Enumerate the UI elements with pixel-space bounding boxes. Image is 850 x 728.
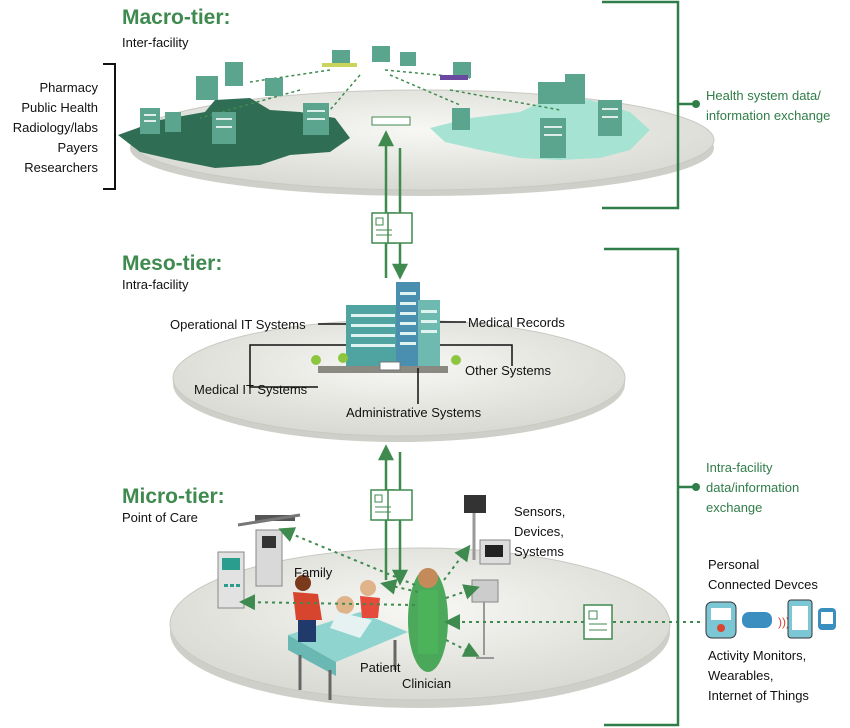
care-dotted-arrows: [239, 527, 700, 657]
stakeholder-list: Pharmacy Public Health Radiology/labs Pa…: [0, 78, 98, 178]
tier-exchange-arrows: [377, 130, 409, 586]
administrative-systems-label: Administrative Systems: [346, 405, 482, 420]
meso-platform: [172, 282, 626, 442]
patient-label: Patient: [360, 660, 401, 675]
operational-it-label: Operational IT Systems: [170, 317, 306, 332]
family-member: [293, 575, 322, 642]
document-icon: [371, 212, 413, 244]
monitoring-equipment: [217, 513, 301, 609]
medical-records-label: Medical Records: [468, 315, 565, 330]
health-system-exchange-label: Health system data/ information exchange: [706, 88, 831, 123]
other-systems-label: Other Systems: [465, 363, 551, 378]
personal-devices-list: Activity Monitors, Wearables, Internet o…: [708, 648, 809, 703]
bracket-stakeholders: [103, 63, 116, 190]
personal-devices-title: Personal Connected Devces: [708, 557, 818, 592]
intra-facility-exchange-label: Intra-facility data/information exchange: [706, 460, 800, 515]
document-icon: [583, 604, 613, 640]
micro-tier-title: Micro-tier:: [122, 485, 225, 508]
sensors-label: Sensors, Devices, Systems: [514, 504, 566, 559]
family-label: Family: [294, 565, 333, 580]
bracket-intra-facility: [604, 247, 694, 727]
medical-it-label: Medical IT Systems: [194, 382, 308, 397]
macro-tier-title: Macro-tier:: [122, 6, 231, 29]
micro-tier-subtitle: Point of Care: [122, 510, 198, 525]
stakeholder-item: Radiology/labs: [12, 120, 98, 135]
bracket-health-system: [602, 0, 694, 210]
svg-text:))): ))): [778, 615, 790, 629]
personal-devices: ))): [705, 599, 836, 639]
bracket-dot: [692, 100, 700, 108]
bracket-dot: [692, 483, 700, 491]
macro-platform: [118, 46, 715, 196]
document-icon: [370, 489, 413, 521]
macro-tier-subtitle: Inter-facility: [122, 35, 189, 50]
meso-tier-subtitle: Intra-facility: [122, 277, 189, 292]
stakeholder-item: Public Health: [21, 100, 98, 115]
stakeholder-item: Payers: [57, 140, 98, 155]
clinician-figure: [408, 568, 448, 672]
stakeholder-item: Pharmacy: [39, 80, 98, 95]
clinician-label: Clinician: [402, 676, 452, 691]
hospital-bed: [288, 596, 408, 700]
hospital-building: [311, 282, 461, 373]
meso-tier-title: Meso-tier:: [122, 252, 223, 275]
patient-figure: [360, 580, 380, 618]
stakeholder-item: Researchers: [24, 160, 98, 175]
